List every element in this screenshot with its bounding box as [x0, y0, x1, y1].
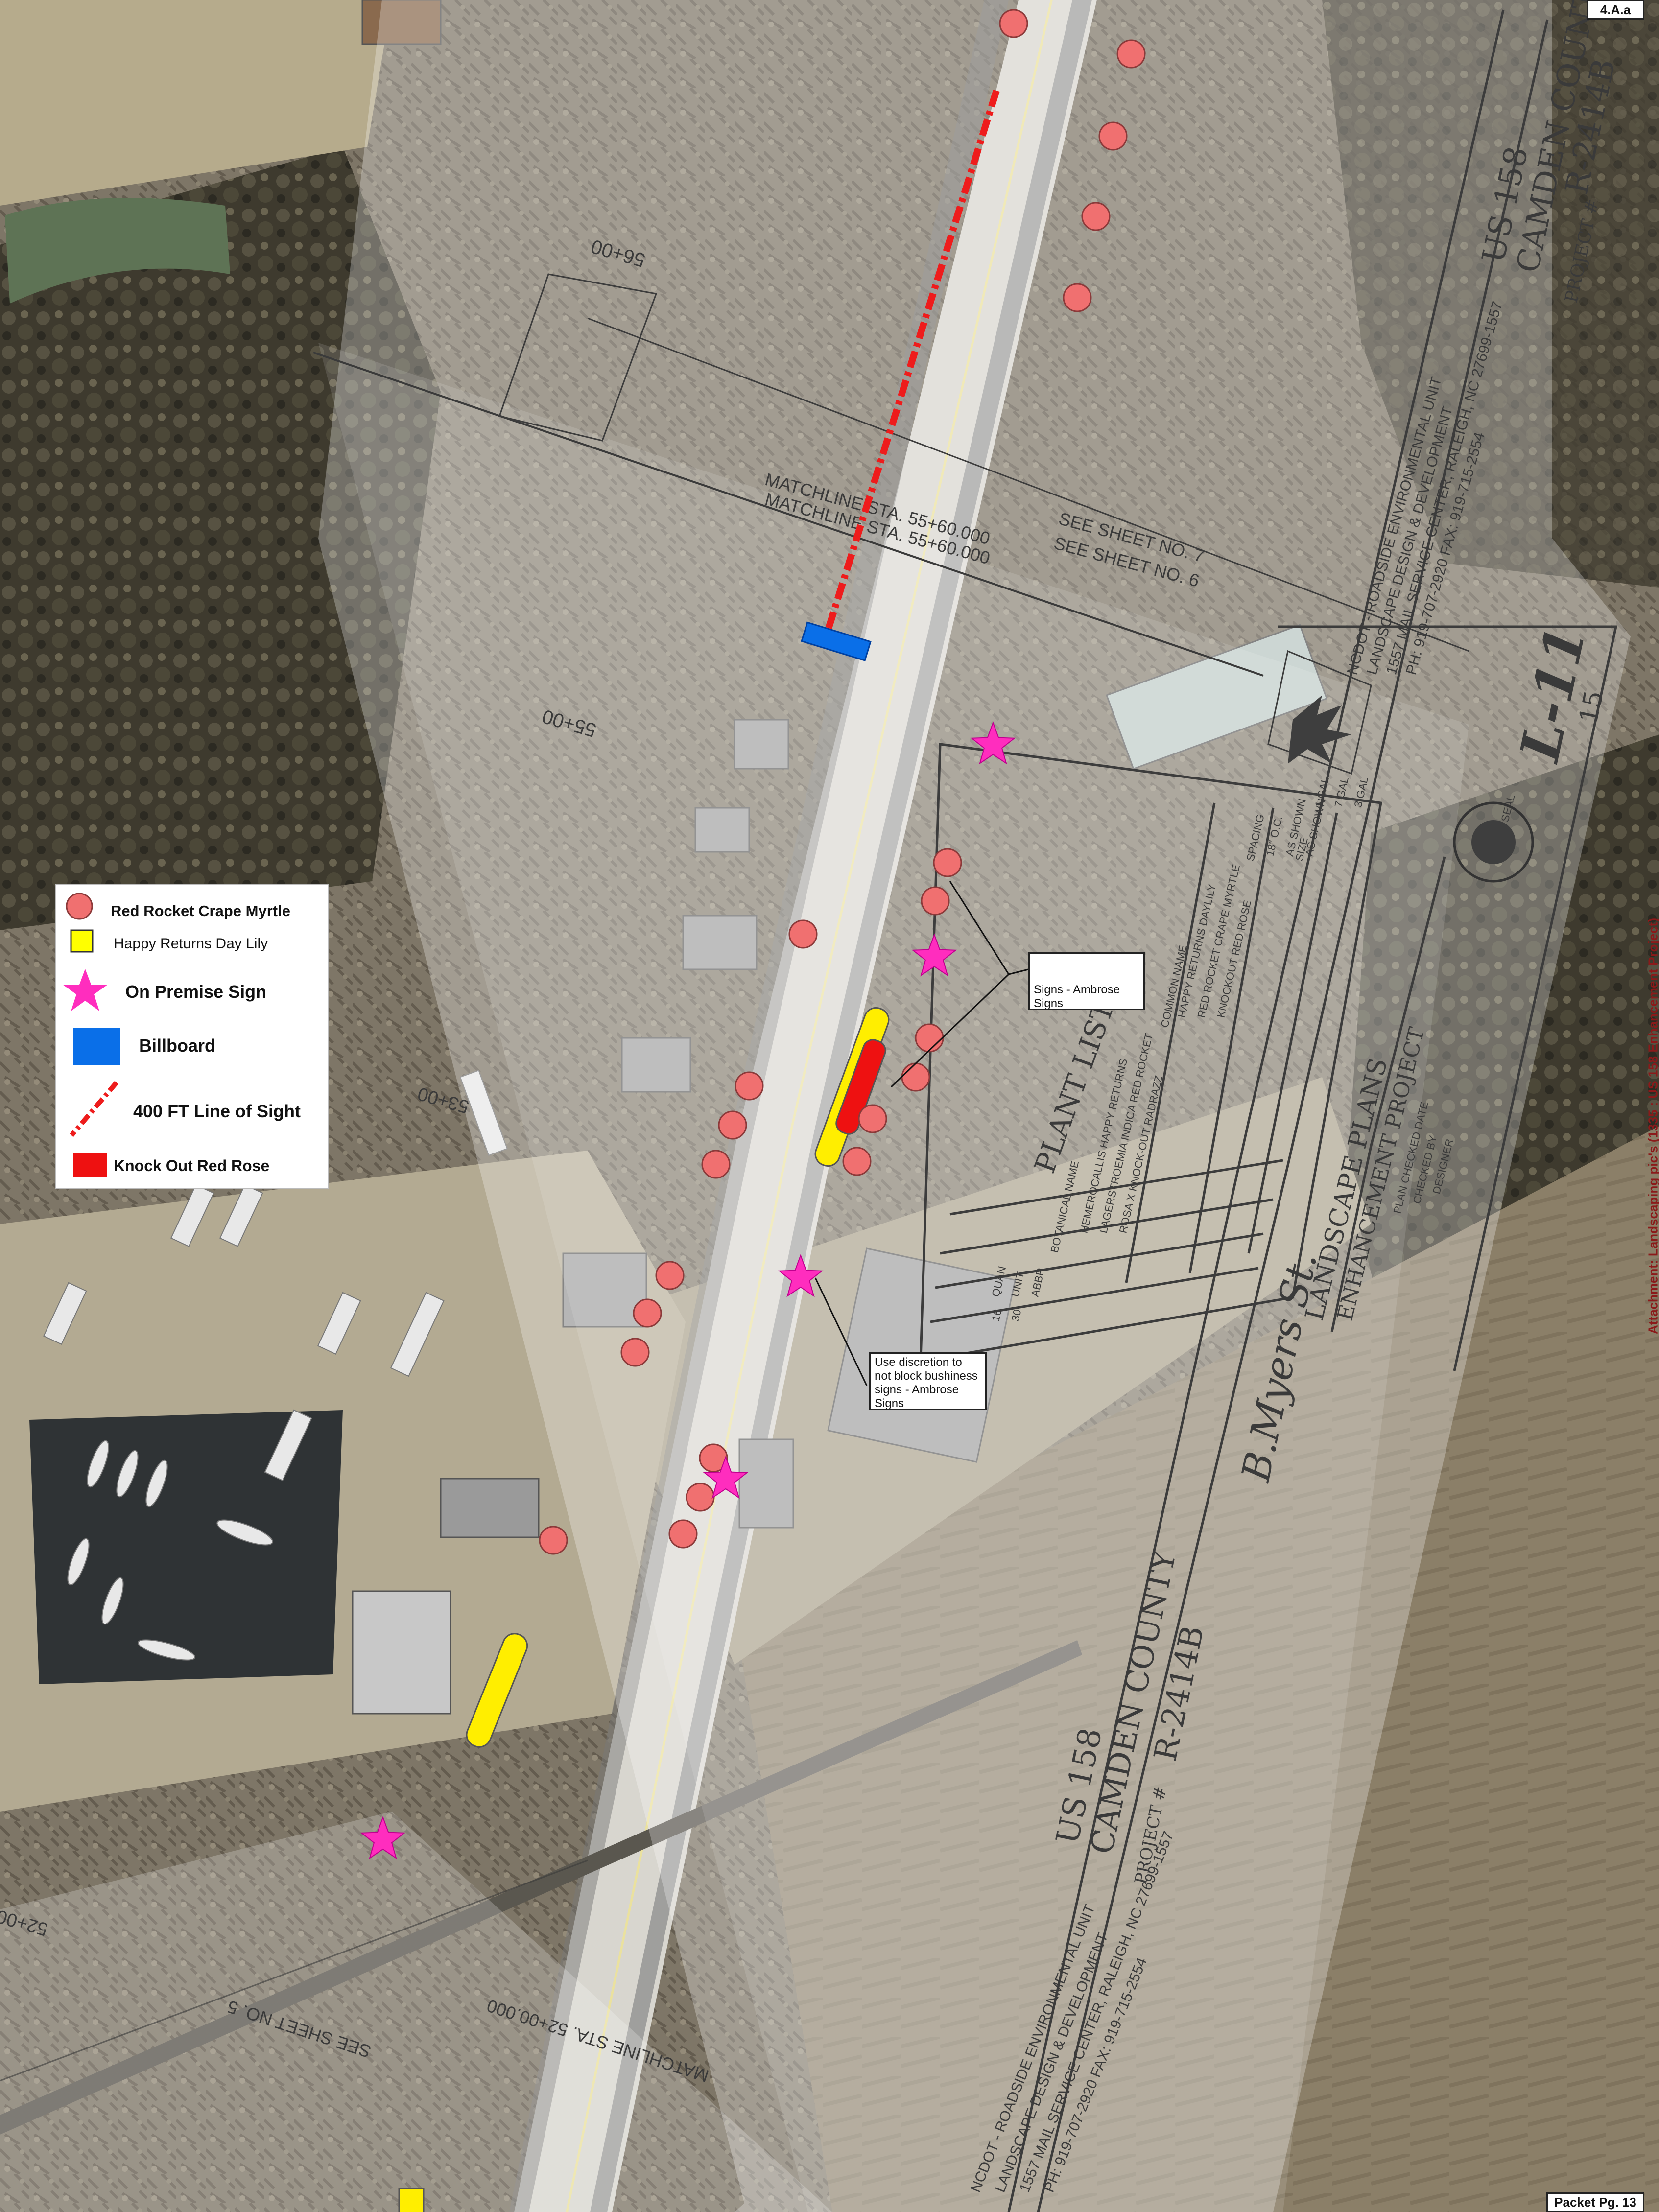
star-icon	[63, 969, 108, 1011]
attachment-label: Attachment: Landscaping pic's (1335 : US…	[1645, 918, 1659, 1334]
crape-myrtle-marker	[735, 1071, 764, 1101]
crape-myrtle-marker	[933, 848, 962, 877]
crape-myrtle-marker	[921, 886, 950, 916]
crape-myrtle-marker	[655, 1261, 685, 1290]
crape-myrtle-marker	[633, 1298, 662, 1328]
crape-myrtle-marker	[668, 1519, 698, 1549]
billboard-marker	[801, 621, 872, 661]
packet-page-tag: Packet Pg. 13	[1546, 2192, 1644, 2212]
crape-myrtle-marker	[1116, 39, 1146, 69]
on-premise-sign-marker	[970, 721, 1016, 765]
crape-myrtle-marker	[718, 1110, 747, 1140]
crape-myrtle-marker	[788, 919, 818, 949]
leaf-logo-icon	[1288, 695, 1351, 764]
legend-label: Knock Out Red Rose	[114, 1157, 270, 1175]
billboard-icon	[73, 1028, 120, 1065]
on-premise-sign-marker	[360, 1816, 406, 1859]
crape-myrtle-marker	[1098, 121, 1128, 151]
legend-item-knock-out-rose: Knock Out Red Rose	[56, 1143, 328, 1187]
crape-myrtle-marker	[686, 1483, 715, 1512]
crape-myrtle-icon	[66, 893, 93, 920]
legend-item-crape-myrtle: Red Rocket Crape Myrtle	[56, 885, 328, 929]
crape-myrtle-marker	[1081, 202, 1111, 231]
callout-lower-text: Use discretion to not block bushiness si…	[875, 1356, 978, 1410]
legend-label: 400 FT Line of Sight	[133, 1101, 301, 1121]
day-lily-bed	[398, 2188, 425, 2212]
seal-icon	[1453, 801, 1534, 883]
rose-icon	[73, 1153, 107, 1177]
legend-item-billboard: Billboard	[56, 1023, 328, 1067]
legend-label: On Premise Sign	[125, 982, 267, 1002]
plant-row-3-quan: 30	[1009, 1308, 1024, 1322]
legend-item-on-premise-sign: On Premise Sign	[56, 968, 328, 1012]
crape-myrtle-marker	[915, 1023, 944, 1053]
sheet-number-text: 15	[1574, 688, 1609, 726]
day-lily-bed	[466, 1633, 528, 1748]
legend-label: Billboard	[139, 1035, 216, 1056]
legend-item-day-lily: Happy Returns Day Lily	[56, 926, 328, 970]
sightline-icon	[70, 1081, 118, 1137]
on-premise-sign-marker	[778, 1254, 824, 1297]
legend-label: Happy Returns Day Lily	[114, 936, 268, 952]
crape-myrtle-marker	[1063, 283, 1092, 312]
line-of-sight	[824, 89, 1000, 633]
map-legend: Red Rocket Crape Myrtle Happy Returns Da…	[55, 884, 329, 1189]
crape-myrtle-marker	[842, 1147, 872, 1176]
plant-row-2-quan: 16	[990, 1308, 1004, 1322]
on-premise-sign-marker	[911, 933, 957, 977]
crape-myrtle-marker	[620, 1338, 650, 1367]
header-tag: 4.A.a	[1587, 0, 1644, 20]
crape-myrtle-marker	[901, 1062, 930, 1092]
attachment-sidebar: Attachment: Landscaping pic's (1335 : US…	[1643, 685, 1659, 1567]
crape-myrtle-marker	[858, 1104, 887, 1133]
rose-bed	[835, 1039, 886, 1135]
crape-myrtle-marker	[699, 1443, 728, 1473]
on-premise-sign-marker	[703, 1456, 749, 1499]
day-lily-icon	[70, 929, 94, 953]
callout-upper-text: Signs - Ambrose Signs	[1034, 983, 1120, 1010]
callout-upper: Signs - Ambrose Signs	[1028, 952, 1145, 1010]
crape-myrtle-marker	[701, 1150, 731, 1179]
legend-item-line-of-sight: 400 FT Line of Sight	[56, 1081, 328, 1137]
crape-myrtle-marker	[999, 9, 1028, 38]
crape-myrtle-marker	[539, 1526, 568, 1555]
legend-label: Red Rocket Crape Myrtle	[111, 902, 290, 919]
callout-lower: Use discretion to not block bushiness si…	[869, 1352, 987, 1410]
